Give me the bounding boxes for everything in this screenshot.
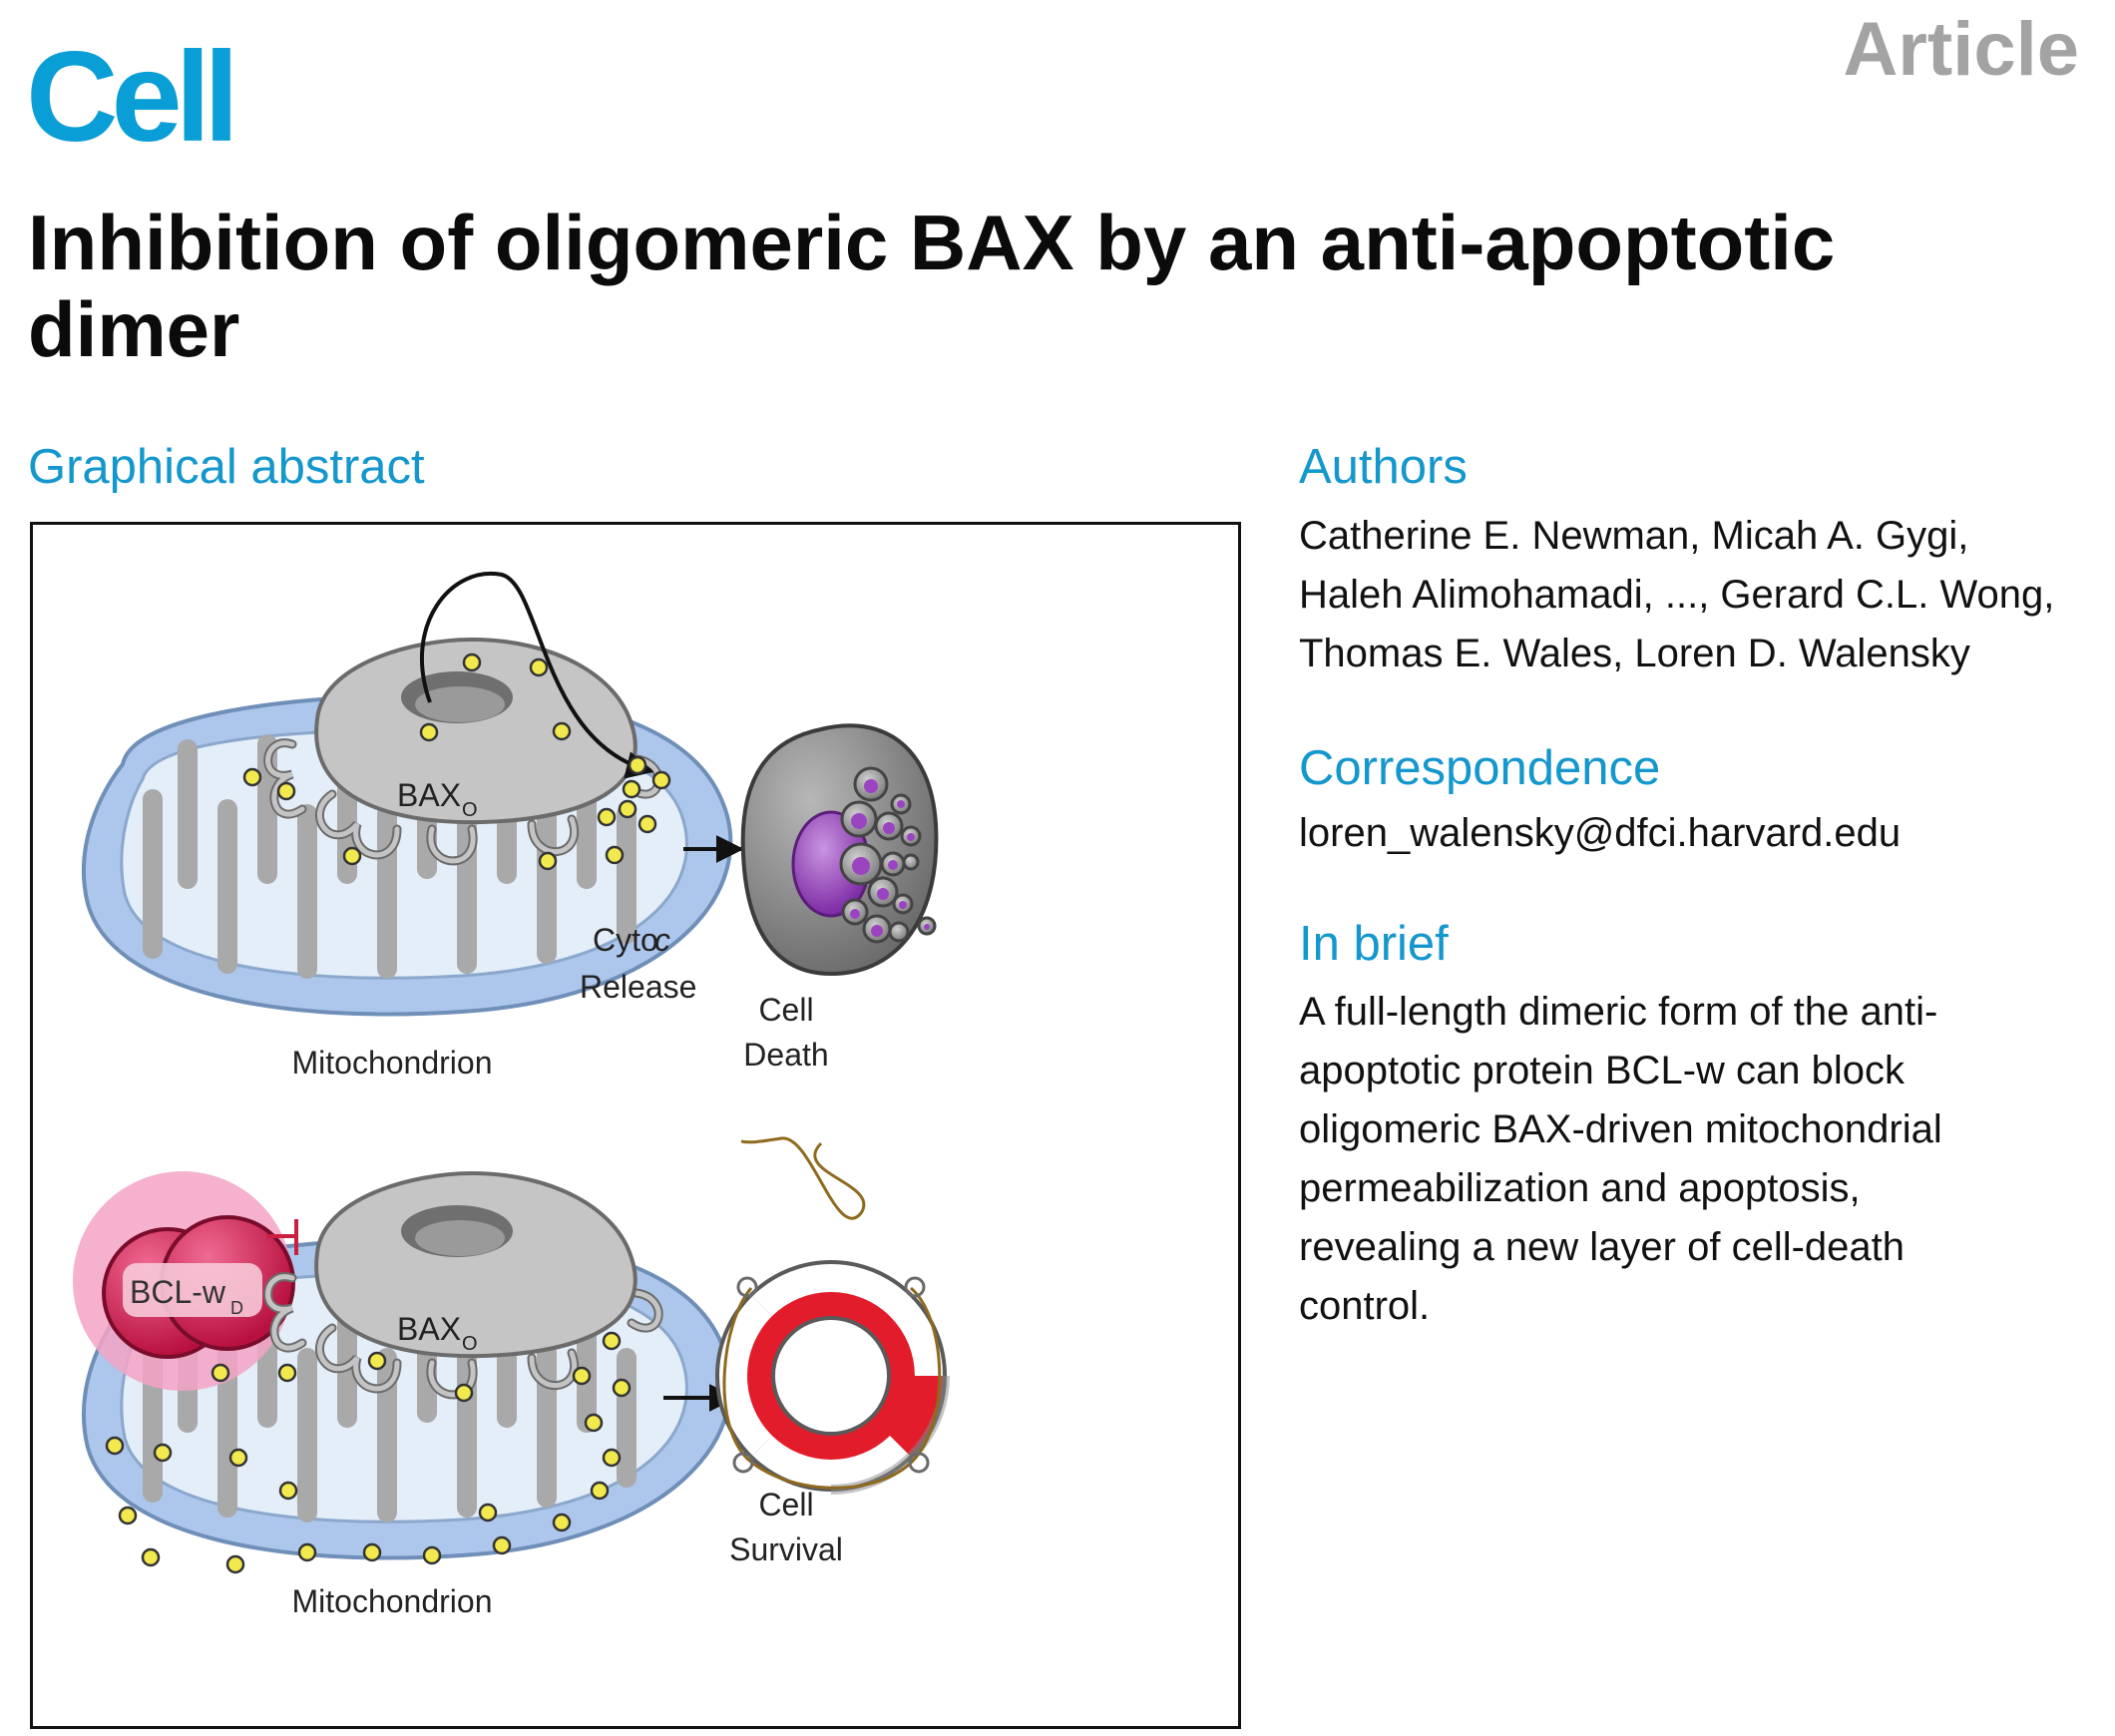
article-title: Inhibition of oligomeric BAX by an anti-… <box>28 199 1836 373</box>
in-brief-heading: In brief <box>1299 917 1449 971</box>
authors-list: Catherine E. Newman, Micah A. Gygi, Hale… <box>1299 507 2054 683</box>
survival-label: Survival <box>729 1531 843 1567</box>
cyto-c-label: Cyto <box>593 922 658 958</box>
death-label: Death <box>743 1037 828 1073</box>
inhibition-symbol <box>266 1219 298 1255</box>
apoptotic-cell <box>740 723 939 977</box>
authors-line-1: Catherine E. Newman, Micah A. Gygi, <box>1299 514 1969 558</box>
correspondence-email[interactable]: loren_walensky@dfci.harvard.edu <box>1299 811 1902 855</box>
correspondence-heading: Correspondence <box>1299 741 1661 795</box>
authors-heading: Authors <box>1299 440 1468 494</box>
bax-oligomer-top: BAX O <box>263 637 663 866</box>
authors-line-2: Haleh Alimohamadi, ..., Gerard C.L. Wong… <box>1299 573 2055 617</box>
bax-oligomer-bottom: BAX O <box>263 1170 663 1400</box>
mitochondrion-label-bottom: Mitochondrion <box>292 1583 493 1619</box>
authors-line-3: Thomas E. Wales, Loren D. Walensky <box>1299 632 1970 675</box>
bax-label-top: BAX <box>397 777 461 813</box>
cell-label-bottom: Cell <box>758 1487 813 1522</box>
in-brief-text: A full-length dimeric form of the anti- … <box>1299 983 1942 1336</box>
bcl-w-label: BCL-w <box>130 1274 226 1310</box>
cyto-c-dots-top <box>242 652 671 871</box>
article-type-label: Article <box>1843 7 2079 92</box>
lifebuoy-icon <box>715 1136 950 1495</box>
in-brief-line-3: oligomeric BAX-driven mitochondrial <box>1299 1107 1942 1151</box>
in-brief-line-1: A full-length dimeric form of the anti- <box>1299 990 1938 1034</box>
graphical-abstract-figure: BAX O Cyto c Release Mitochondrion <box>30 522 1241 1729</box>
bcl-w-dimer: BCL-w D <box>73 1171 295 1391</box>
mitochondrion-label-top: Mitochondrion <box>292 1045 493 1081</box>
cell-label-top: Cell <box>758 992 813 1028</box>
release-label: Release <box>580 969 696 1005</box>
in-brief-line-2: apoptotic protein BCL-w can block <box>1299 1049 1904 1092</box>
in-brief-line-5: revealing a new layer of cell-death <box>1299 1225 1905 1269</box>
in-brief-line-4: permeabilization and apoptosis, <box>1299 1166 1861 1210</box>
release-arrow <box>419 571 654 779</box>
bax-sub-top: O <box>462 799 478 821</box>
bax-label-bottom: BAX <box>397 1311 461 1347</box>
journal-logo: Cell <box>26 26 239 169</box>
in-brief-line-6: control. <box>1299 1284 1431 1328</box>
cyto-c-italic-label: c <box>654 922 670 958</box>
bcl-w-sub: D <box>230 1298 243 1318</box>
cyto-c-dots-bottom <box>105 1331 632 1574</box>
graphical-abstract-heading: Graphical abstract <box>28 440 425 494</box>
bax-sub-bottom: O <box>462 1333 478 1355</box>
